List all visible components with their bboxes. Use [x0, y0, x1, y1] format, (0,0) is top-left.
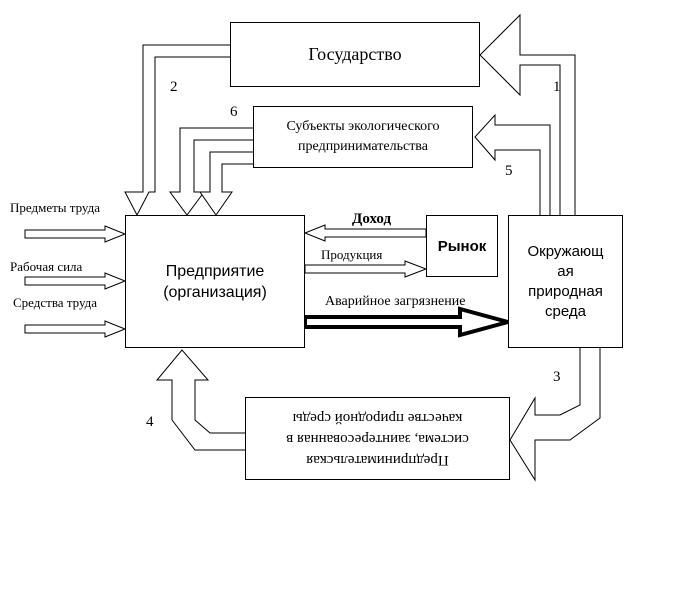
enterprise-label-line1: Предприятие [165, 262, 265, 280]
env-label-line3: природная [528, 282, 603, 300]
arrow-6b-eco-to-enterprise [199, 151, 253, 216]
system-label-line2: система, заинтересованная в [286, 431, 469, 447]
arrow-income [303, 224, 427, 242]
arrow-1-env-to-state [479, 13, 576, 215]
flow-label-income: Доход [352, 211, 392, 227]
enterprise-label-line2: (организация) [163, 283, 267, 301]
box-state: Государство [230, 22, 480, 87]
env-label-line1: Окружающ [527, 242, 604, 260]
flow-label-pollution: Аварийное загрязнение [325, 294, 466, 309]
flow-number-4: 4 [146, 414, 154, 430]
arrow-products [304, 260, 428, 278]
arrow-3-env-to-system [509, 348, 601, 482]
state-label: Государство [308, 44, 402, 64]
flow-number-5: 5 [505, 163, 513, 179]
arrow-pollution [303, 306, 516, 338]
input-arrow-means [24, 320, 127, 338]
input-label-objects: Предметы труда [10, 200, 100, 215]
market-label: Рынок [437, 237, 487, 255]
box-environment: Окружающ ая природная среда [508, 215, 623, 348]
flow-number-1: 1 [553, 79, 561, 95]
input-arrow-labor [24, 272, 127, 290]
flow-label-products: Продукция [321, 247, 383, 262]
box-eco-subjects: Субъекты экологического предпринимательс… [253, 106, 473, 168]
system-label-line3: качестве природной среды [292, 410, 463, 426]
box-enterprise: Предприятие (организация) [125, 215, 305, 348]
input-label-means: Средства труда [13, 295, 98, 310]
box-market: Рынок [426, 215, 498, 277]
box-entrepreneurial-system: Предпринимательская система, заинтересов… [245, 397, 510, 480]
env-label-line2: ая [557, 262, 574, 280]
eco-label-line1: Субъекты экологического [286, 119, 440, 134]
input-label-labor: Рабочая сила [10, 259, 83, 274]
system-label-line1: Предпринимательская [306, 452, 449, 468]
arrow-5-env-to-eco [474, 113, 551, 215]
env-label-line4: среда [545, 302, 586, 320]
flow-number-6: 6 [230, 104, 238, 120]
arrow-4-system-to-enterprise [155, 349, 245, 451]
flow-number-2: 2 [170, 79, 178, 95]
input-arrow-objects [24, 225, 127, 243]
eco-label-line2: предпринимательства [298, 139, 428, 154]
flow-number-3: 3 [553, 369, 561, 385]
